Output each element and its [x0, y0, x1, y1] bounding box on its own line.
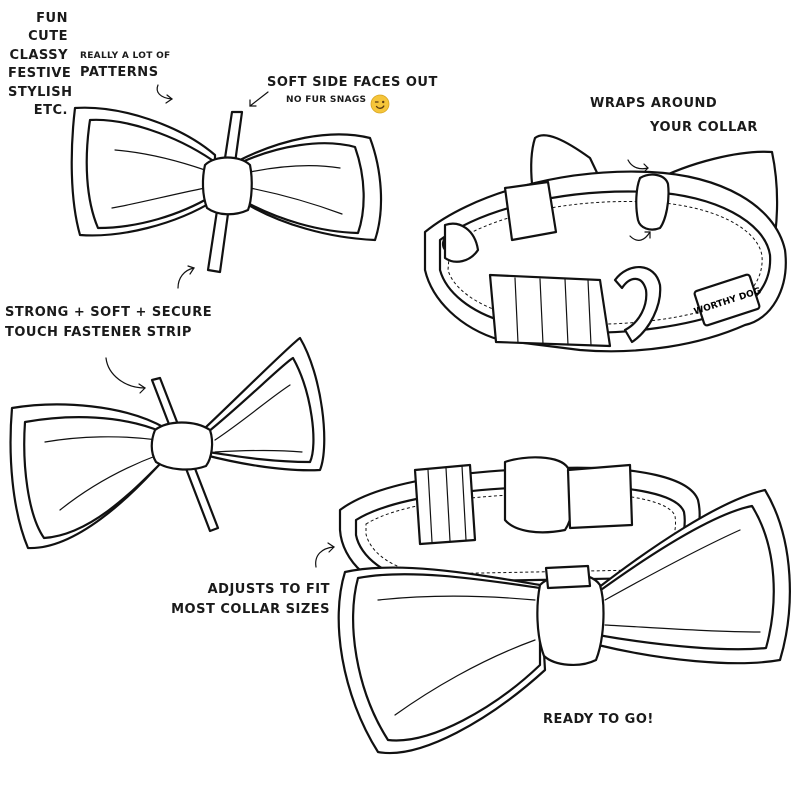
quality-festive: FESTIVE — [8, 66, 72, 82]
quality-stylish: STYLISH — [8, 84, 73, 100]
arrow-icon — [105, 84, 651, 568]
wink-emoji-icon — [370, 94, 390, 114]
adjusts-line2: MOST COLLAR SIZES — [171, 602, 330, 618]
quality-fun: FUN — [36, 11, 68, 26]
soft-side-subtitle: NO FUR SNAGS — [286, 95, 367, 105]
patterns-note-line1: REALLY A LOT OF — [80, 51, 171, 61]
soft-side-title: SOFT SIDE FACES OUT — [267, 75, 438, 90]
adjusts-label: ADJUSTS TO FIT MOST COLLAR SIZES — [150, 580, 330, 620]
quality-cute: CUTE — [28, 29, 68, 45]
quality-classy: CLASSY — [9, 47, 68, 63]
quality-etc: ETC. — [33, 103, 68, 119]
fastener-line1: STRONG + SOFT + SECURE — [5, 305, 213, 320]
patterns-note-line2: PATTERNS — [80, 65, 159, 80]
adjusts-line1: ADJUSTS TO FIT — [207, 582, 330, 597]
ready-label: READY TO GO! — [543, 712, 654, 727]
qualities-list: FUN CUTE CLASSY FESTIVE STYLISH ETC. — [8, 10, 73, 121]
bow-tie-strap-drawing — [9, 336, 326, 550]
wraps-line1: WRAPS AROUND — [590, 96, 718, 111]
fastener-line2: TOUCH FASTENER STRIP — [5, 325, 192, 340]
collar-with-bow-drawing: WORTHY DOG — [423, 134, 787, 353]
wraps-line2: YOUR COLLAR — [650, 120, 758, 135]
bow-tie-flat-drawing — [70, 106, 383, 274]
collar-ready-drawing — [337, 456, 791, 755]
